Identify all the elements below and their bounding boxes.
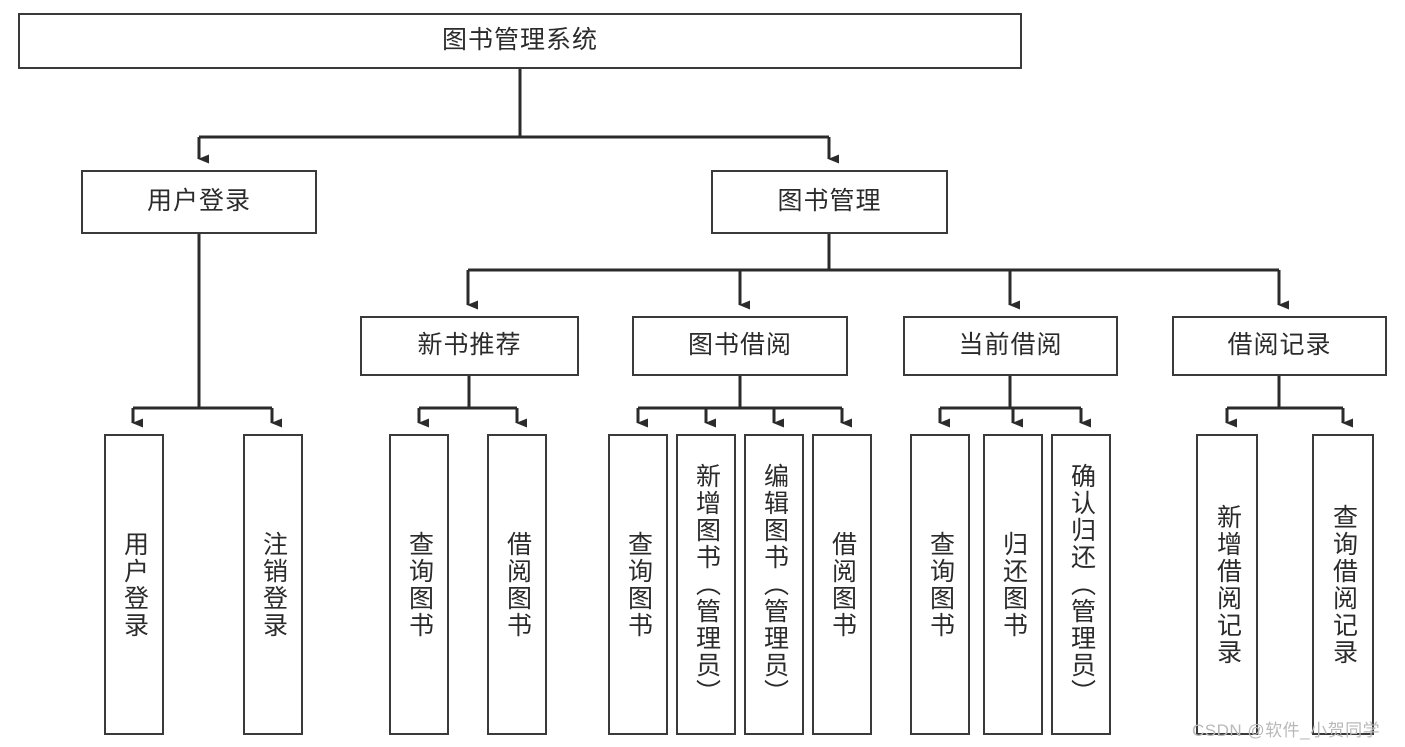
node-查询图书-leaf: 查询图书	[608, 434, 668, 735]
node-注销登录-leaf: 注销登录	[243, 434, 303, 735]
node-新增图书管理员-leaf: 新增图书（管理员）	[676, 434, 736, 735]
node-新增借阅记录-leaf: 新增借阅记录	[1196, 434, 1258, 735]
node-label: 用户登录	[120, 530, 149, 639]
node-label: 借阅图书	[503, 530, 532, 639]
node-label: 注销登录	[259, 530, 288, 639]
node-借阅图书-leaf: 借阅图书	[812, 434, 872, 735]
node-当前借阅: 当前借阅	[903, 316, 1118, 376]
node-label: 图书管理系统	[441, 26, 598, 55]
node-用户登录-leaf: 用户登录	[104, 434, 164, 735]
node-label: 查询借阅记录	[1329, 503, 1358, 666]
node-label: 确认归还（管理员）	[1067, 463, 1096, 706]
watermark-text: CSDN @软件_小贺同学	[1192, 721, 1381, 740]
node-label: 查询图书	[926, 530, 955, 639]
node-label: 图书借阅	[687, 331, 792, 360]
node-label: 归还图书	[999, 530, 1028, 639]
node-用户登录: 用户登录	[81, 170, 317, 234]
node-查询图书-leaf: 查询图书	[389, 434, 449, 735]
node-编辑图书管理员-leaf: 编辑图书（管理员）	[744, 434, 804, 735]
node-图书借阅: 图书借阅	[632, 316, 848, 376]
node-查询图书-leaf: 查询图书	[910, 434, 970, 735]
node-查询借阅记录-leaf: 查询借阅记录	[1312, 434, 1374, 735]
node-label: 编辑图书（管理员）	[760, 463, 789, 706]
node-label: 借阅图书	[828, 530, 857, 639]
node-label: 查询图书	[405, 530, 434, 639]
node-label: 当前借阅	[958, 331, 1063, 360]
node-label: 图书管理	[777, 187, 882, 216]
node-借阅记录: 借阅记录	[1172, 316, 1387, 376]
node-label: 借阅记录	[1227, 331, 1332, 360]
node-归还图书-leaf: 归还图书	[983, 434, 1043, 735]
node-label: 新书推荐	[417, 331, 522, 360]
node-确认归还管理员-leaf: 确认归还（管理员）	[1051, 434, 1111, 735]
node-借阅图书-leaf: 借阅图书	[487, 434, 547, 735]
node-新书推荐: 新书推荐	[360, 316, 579, 376]
node-label: 查询图书	[624, 530, 653, 639]
node-图书管理系统: 图书管理系统	[18, 13, 1022, 69]
node-图书管理: 图书管理	[711, 170, 948, 234]
node-label: 新增图书（管理员）	[692, 463, 721, 706]
node-label: 新增借阅记录	[1213, 503, 1242, 666]
node-label: 用户登录	[146, 187, 251, 216]
